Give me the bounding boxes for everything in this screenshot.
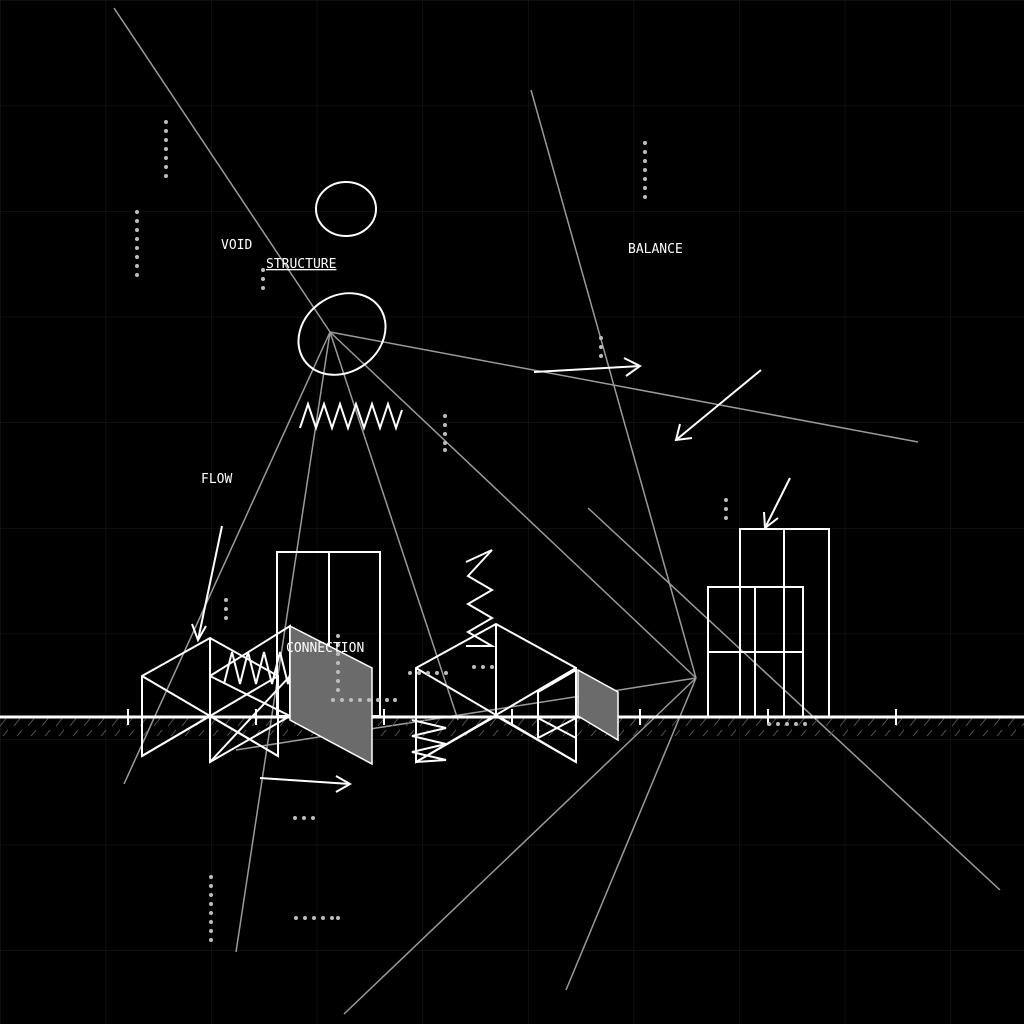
middle-diamond-structure (415, 622, 577, 764)
zigzag-left (223, 651, 293, 685)
label-structure: STRUCTURE (266, 257, 336, 272)
label-balance: BALANCE (628, 242, 683, 257)
tilted-ellipse (297, 292, 387, 376)
shaded-plane-right (577, 668, 619, 742)
left-bowtie-structure (141, 624, 291, 764)
label-flow: FLOW (201, 472, 232, 487)
construction-rays (113, 7, 1001, 1015)
dotted-accents (135, 120, 807, 942)
label-void: VOID (221, 238, 252, 253)
small-circle (315, 181, 377, 237)
right-building (707, 528, 830, 718)
label-connection: CONNECTION (286, 641, 364, 656)
zigzag-vertical (465, 549, 496, 647)
shaded-plane-left (289, 624, 373, 766)
arrows (191, 357, 791, 793)
zigzag-upper (299, 400, 403, 432)
